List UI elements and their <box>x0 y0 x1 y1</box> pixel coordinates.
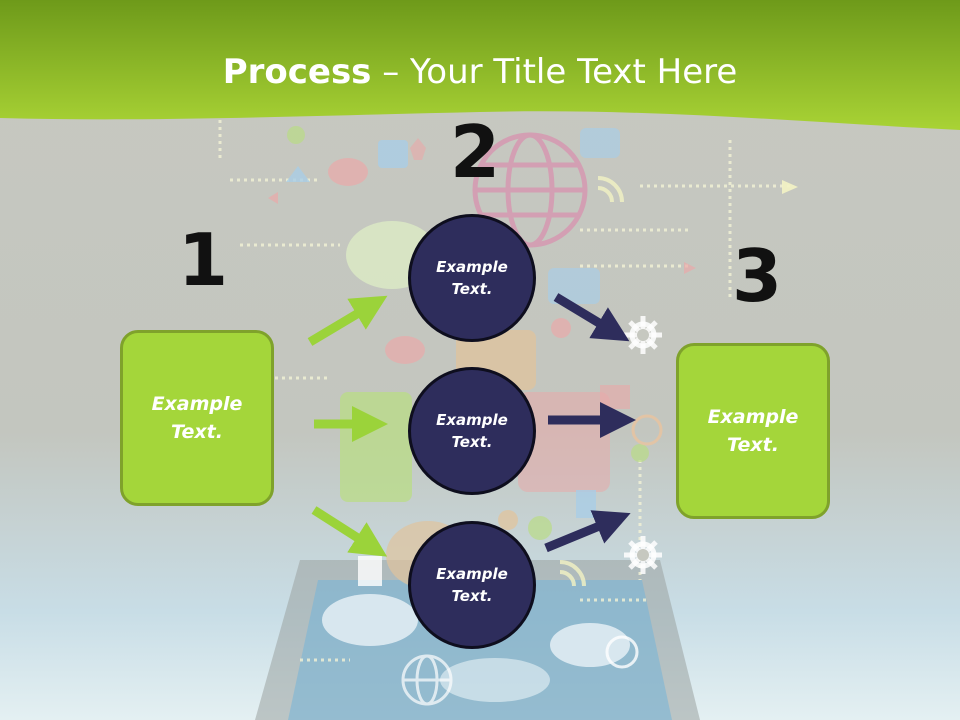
process-circle-middle[interactable]: Example Text. <box>408 367 536 495</box>
left-box-line2: Text. <box>171 421 223 443</box>
circle-middle-text: Example Text. <box>436 409 508 454</box>
right-box-line1: Example <box>707 405 799 428</box>
title-bold: Process <box>222 52 372 92</box>
circle-top-line2: Text. <box>451 280 493 298</box>
process-circle-top[interactable]: Example Text. <box>408 214 536 342</box>
step-number-2: 2 <box>450 110 501 194</box>
arrow-circle-top-to-box3 <box>553 293 630 342</box>
slide-title: Process – Your Title Text Here <box>0 52 960 92</box>
circle-bottom-text: Example Text. <box>436 563 508 608</box>
arrow-box1-to-circle-top <box>307 295 388 346</box>
right-process-box[interactable]: Example Text. <box>676 343 830 519</box>
left-process-box[interactable]: Example Text. <box>120 330 274 506</box>
title-rest: – Your Title Text Here <box>371 52 738 92</box>
circle-bottom-line1: Example <box>436 564 508 583</box>
process-circle-bottom[interactable]: Example Text. <box>408 521 536 649</box>
step-number-3: 3 <box>732 234 783 318</box>
circle-middle-line2: Text. <box>451 433 493 451</box>
circle-top-text: Example Text. <box>436 256 508 301</box>
arrow-box1-to-circle-bottom <box>311 506 388 557</box>
left-box-line1: Example <box>151 392 243 415</box>
circle-bottom-line2: Text. <box>451 587 493 605</box>
right-box-line2: Text. <box>727 434 779 456</box>
arrow-circle-bottom-to-box3 <box>544 510 631 553</box>
left-box-text: Example Text. <box>152 390 243 447</box>
circle-top-line1: Example <box>436 257 508 276</box>
step-number-1: 1 <box>178 218 229 302</box>
circle-middle-line1: Example <box>436 410 508 429</box>
right-box-text: Example Text. <box>708 403 799 460</box>
